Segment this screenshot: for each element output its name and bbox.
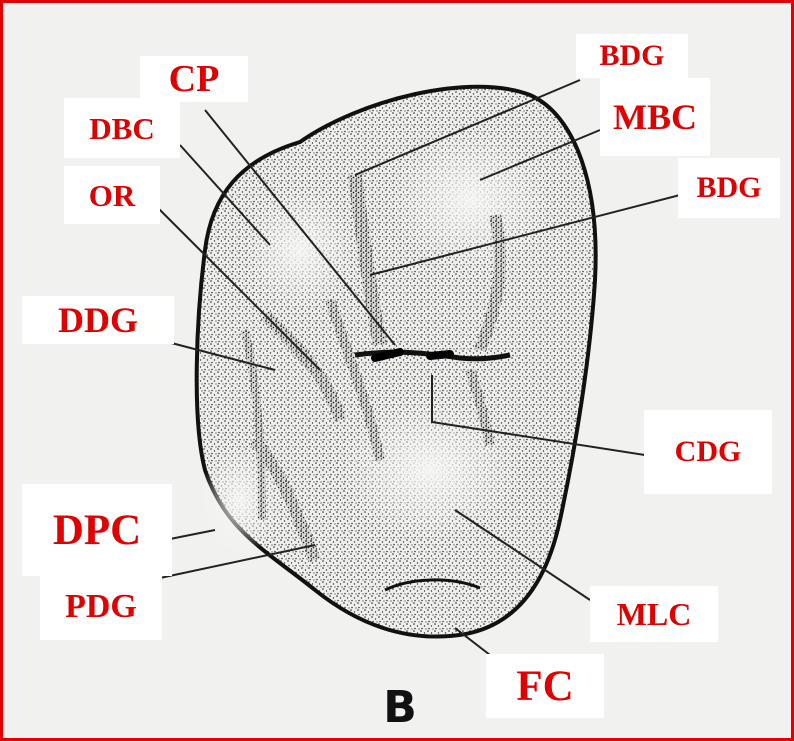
label-bdg-right: BDG — [678, 158, 780, 218]
label-cp: CP — [140, 56, 248, 102]
label-dpc: DPC — [22, 484, 172, 576]
label-or: OR — [64, 166, 160, 224]
distobuccal-cusp-highlight — [245, 190, 355, 310]
label-ddg: DDG — [22, 296, 174, 344]
label-cdg: CDG — [644, 410, 772, 494]
label-bdg-top: BDG — [576, 34, 688, 78]
label-mbc: MBC — [600, 78, 710, 156]
figure-letter: B — [370, 680, 430, 736]
label-mlc: MLC — [590, 586, 718, 642]
label-pdg: PDG — [40, 574, 162, 640]
label-dbc: DBC — [64, 98, 180, 158]
label-fc: FC — [486, 654, 604, 718]
leader-dpc — [165, 530, 215, 540]
